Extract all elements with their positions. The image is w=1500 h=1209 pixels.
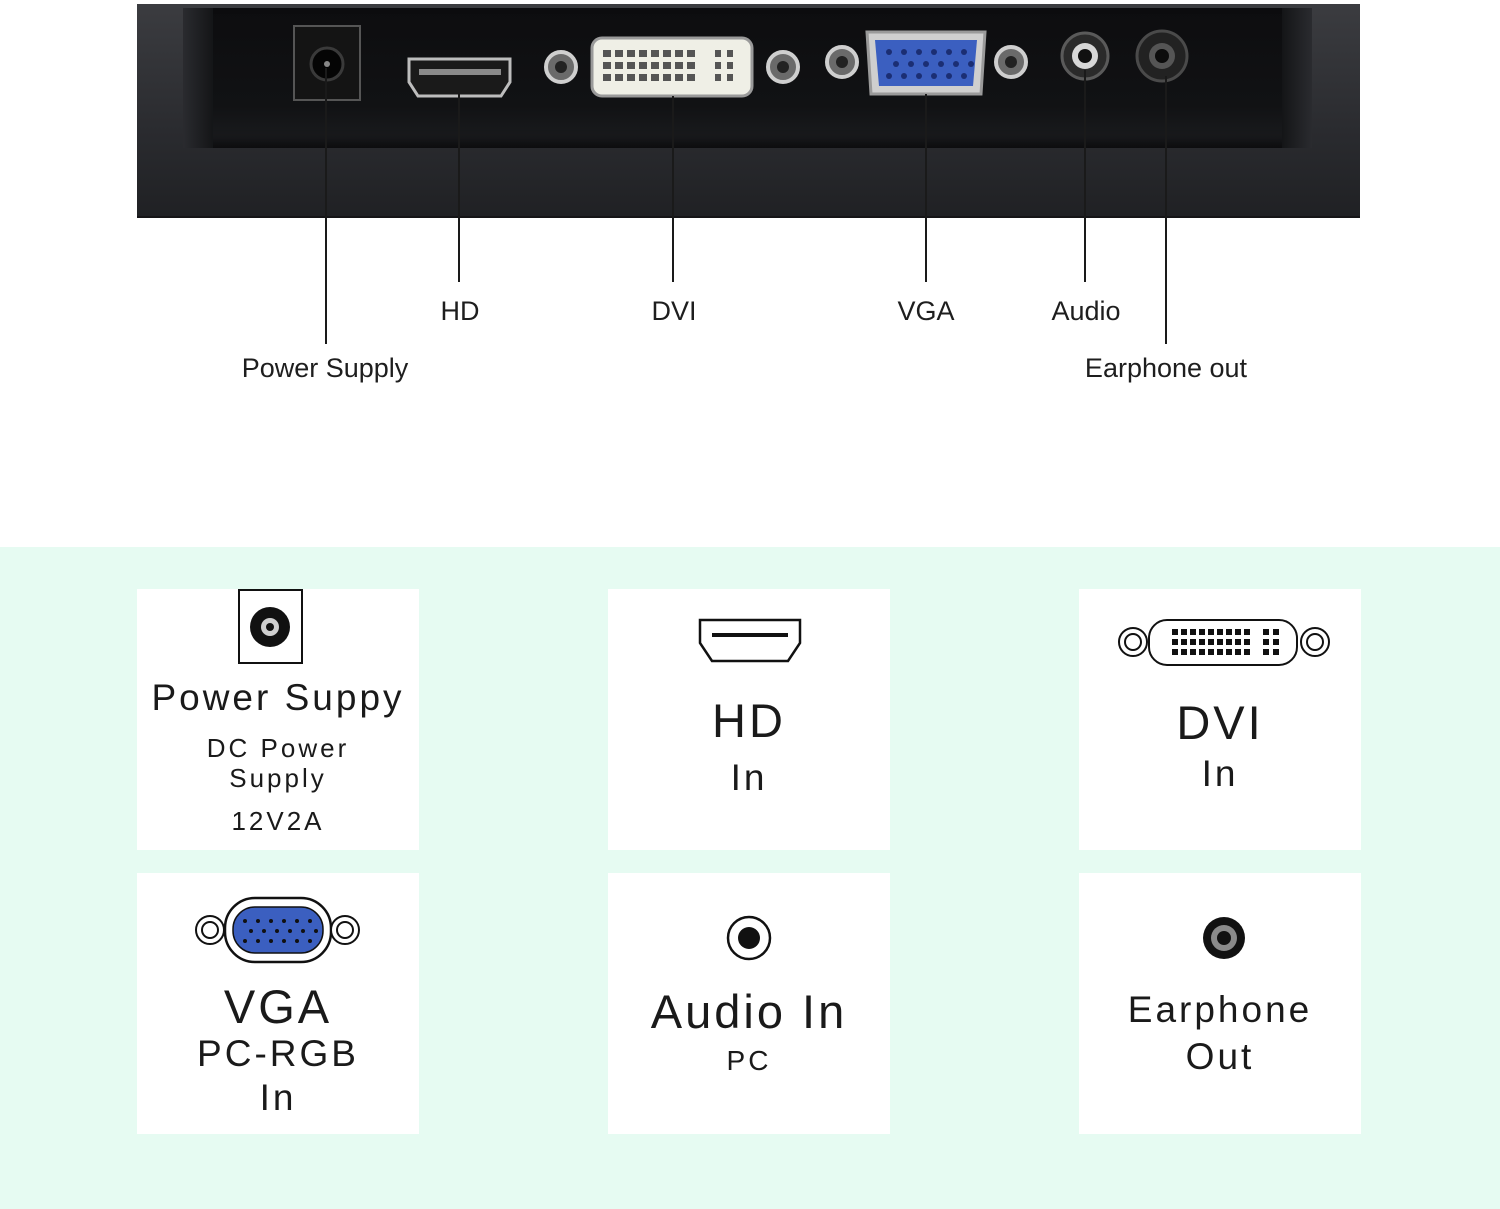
vga-port-icon bbox=[195, 896, 360, 964]
audio-jack-photo-icon bbox=[1060, 31, 1110, 81]
card-dvi-line1: In bbox=[1201, 753, 1239, 794]
earphone-jack-icon bbox=[1203, 917, 1245, 959]
card-power-line3: 12V2A bbox=[231, 806, 325, 836]
card-vga-line2: In bbox=[259, 1077, 297, 1118]
connector-panel bbox=[137, 4, 1360, 218]
card-hd: HD In bbox=[608, 589, 890, 850]
dvi-pins bbox=[603, 50, 733, 81]
earphone-jack-photo-icon bbox=[1135, 29, 1189, 83]
dc-jack-icon bbox=[238, 589, 303, 664]
leader-audio bbox=[1084, 70, 1086, 282]
card-hd-line1: In bbox=[730, 757, 768, 798]
card-audio-line1: PC bbox=[726, 1045, 772, 1076]
card-hd-title: HD bbox=[712, 694, 786, 747]
card-power-line1: DC Power bbox=[206, 733, 350, 763]
dvi-port-icon bbox=[1118, 619, 1330, 666]
callout-vga: VGA bbox=[897, 296, 955, 326]
callout-hd: HD bbox=[440, 296, 480, 326]
vga-pins bbox=[886, 49, 974, 79]
leader-hd bbox=[458, 92, 460, 282]
dc-jack-port-icon bbox=[293, 25, 361, 101]
card-power-line2: Supply bbox=[229, 763, 327, 793]
leader-vga bbox=[925, 94, 927, 282]
callout-earphone-out: Earphone out bbox=[1084, 353, 1248, 383]
callout-dvi: DVI bbox=[651, 296, 697, 326]
callout-audio: Audio bbox=[1051, 296, 1121, 326]
audio-jack-icon bbox=[726, 915, 772, 961]
dvi-port-photo-icon bbox=[544, 36, 800, 98]
card-vga: VGA PC-RGB In bbox=[137, 873, 419, 1134]
leader-power bbox=[325, 68, 327, 344]
card-vga-line1: PC-RGB bbox=[197, 1033, 359, 1074]
hdmi-port-photo-icon bbox=[407, 57, 512, 98]
leader-dvi bbox=[672, 96, 674, 282]
card-earphone-out: Earphone Out bbox=[1079, 873, 1361, 1134]
callout-power-supply: Power Supply bbox=[241, 353, 409, 383]
card-dvi-title: DVI bbox=[1176, 696, 1264, 749]
card-earphone-title: Earphone bbox=[1127, 989, 1313, 1030]
panel-ports bbox=[293, 25, 1189, 101]
card-vga-title: VGA bbox=[223, 980, 333, 1033]
card-power-supply: Power Suppy DC Power Supply 12V2A bbox=[137, 589, 419, 850]
card-audio-in: Audio In PC bbox=[608, 873, 890, 1134]
card-earphone-line1: Out bbox=[1185, 1036, 1255, 1077]
leader-earphone bbox=[1165, 76, 1167, 344]
card-audio-title: Audio In bbox=[650, 985, 848, 1038]
hdmi-port-icon bbox=[698, 618, 802, 663]
card-dvi: DVI In bbox=[1079, 589, 1361, 850]
card-power-title: Power Suppy bbox=[151, 677, 405, 718]
